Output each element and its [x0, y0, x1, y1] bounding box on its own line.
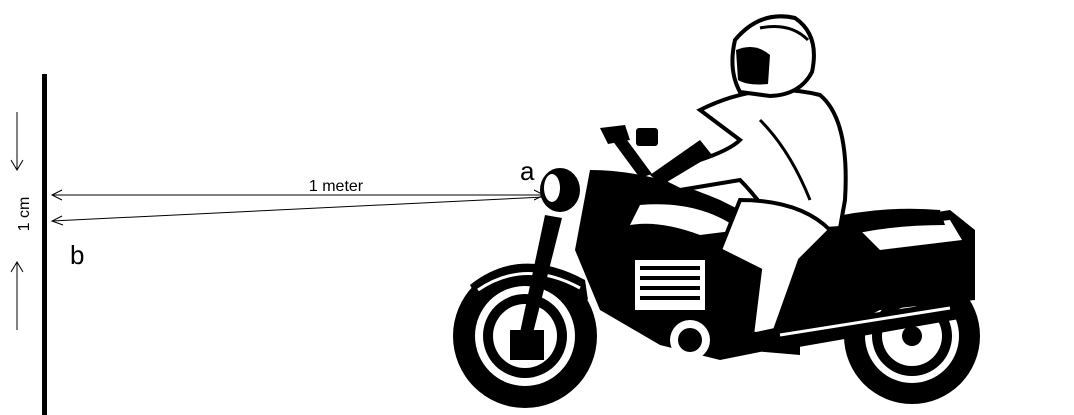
motorcycle-rider-icon [453, 16, 980, 408]
height-label: 1 cm [16, 197, 33, 232]
distance-label: 1 meter [309, 178, 364, 195]
point-a-label: a [520, 156, 535, 186]
distance-lines [52, 190, 544, 225]
point-b-label: b [70, 240, 84, 270]
wall-line [42, 74, 47, 415]
